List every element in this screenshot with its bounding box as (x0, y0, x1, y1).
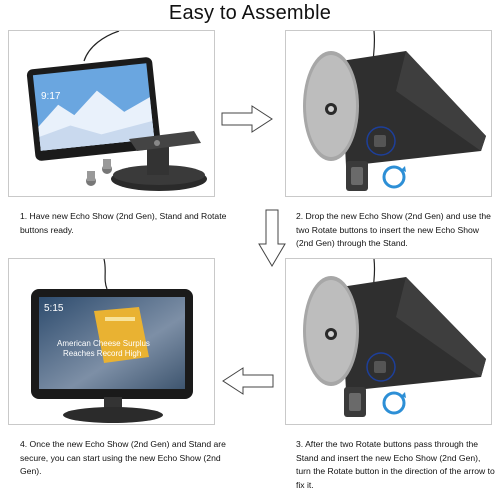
device-headline-line-1: American Cheese Surplus (57, 339, 150, 348)
arrow-left-icon (222, 367, 274, 395)
arrow-right-icon (221, 105, 273, 133)
step-1-photo: 9:17 (8, 30, 215, 197)
step-2-caption: 2. Drop the new Echo Show (2nd Gen) and … (296, 211, 491, 248)
step-4-photo: 5:15 American Cheese Surplus Reaches Rec… (8, 258, 215, 425)
device-clock-text: 5:15 (44, 303, 64, 314)
step-3-caption: 3. After the two Rotate buttons pass thr… (296, 439, 495, 490)
device-headline-line-2: Reaches Record High (63, 349, 142, 358)
step-3-photo (285, 258, 492, 425)
arrow-down-icon (258, 209, 286, 267)
step-1-caption: 1. Have new Echo Show (2nd Gen), Stand a… (20, 211, 227, 235)
device-clock-text: 9:17 (41, 91, 61, 102)
page-title: Easy to Assemble (168, 2, 332, 24)
step-4-caption: 4. Once the new Echo Show (2nd Gen) and … (20, 439, 226, 476)
step-2-photo (285, 30, 492, 197)
